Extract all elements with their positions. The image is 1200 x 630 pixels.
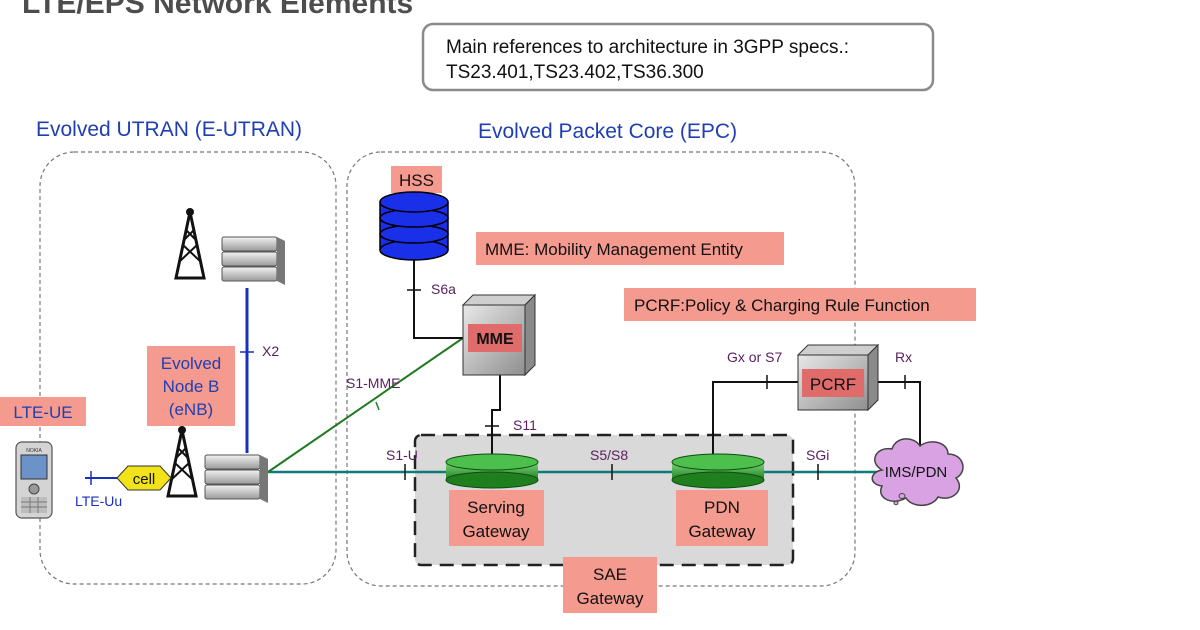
hss-label-bg [391, 166, 442, 193]
ims-pdn-label: IMS/PDN [885, 464, 948, 481]
references-box: Main references to architecture in 3GPP … [421, 22, 935, 92]
database-icon [379, 191, 449, 261]
rx-link [866, 381, 921, 452]
pdn-gateway-bg [676, 490, 768, 546]
enb-label-line2: Node B [163, 377, 220, 396]
epc-title: Evolved Packet Core (EPC) [478, 120, 737, 143]
gx-s7-label: Gx or S7 [727, 349, 782, 365]
pdn-gateway-line1: PDN [704, 498, 740, 517]
pcrf-desc-bg [624, 288, 976, 321]
pdn-gateway-line2: Gateway [688, 522, 756, 541]
s1-u-label: S1-U [386, 447, 418, 463]
sae-gateway-line2: Gateway [576, 589, 644, 608]
s1-mme-label: S1-MME [346, 375, 400, 391]
base-station-server-icon [204, 454, 268, 503]
x2-label: X2 [262, 343, 279, 359]
cloud-icon [871, 438, 964, 507]
cell-label: cell [133, 471, 156, 488]
phone-brand: NOKIA [26, 448, 42, 454]
enb-label-line1: Evolved [161, 354, 221, 373]
serving-gateway-bg [449, 490, 544, 546]
mme-label: MME [476, 331, 514, 348]
enb-label-bg [147, 346, 235, 426]
s11-label: S11 [513, 417, 537, 433]
lte-ue-label-bg [0, 397, 86, 426]
sgi-label: SGi [806, 447, 829, 463]
sae-gateway-bg [563, 557, 657, 613]
references-line-2: TS23.401,TS23.402,TS36.300 [446, 62, 704, 83]
references-line-1: Main references to architecture in 3GPP … [446, 37, 849, 58]
cell-tower-icon-top [174, 208, 206, 280]
eutran-title: Evolved UTRAN (E-UTRAN) [36, 118, 302, 141]
pdn-gateway-icon [671, 453, 765, 489]
pcrf-label: PCRF [810, 375, 856, 394]
base-station-server-icon-top [221, 236, 285, 285]
pcrf-box: PCRF [796, 343, 880, 412]
page-title: LTE/EPS Network Elements [22, 0, 413, 20]
pcrf-desc-label: PCRF:Policy & Charging Rule Function [634, 296, 930, 315]
sae-gateway-line1: SAE [593, 565, 627, 584]
mme-box: MME [461, 293, 537, 377]
eutran-region [39, 151, 337, 585]
hss-label: HSS [399, 171, 434, 190]
gx-link [712, 381, 803, 460]
s1-mme-link [267, 337, 464, 473]
serving-gateway-line1: Serving [467, 498, 525, 517]
mme-desc-bg [476, 232, 784, 265]
s11-link [491, 373, 501, 460]
s6a-link [413, 258, 463, 339]
enb-label-line3: (eNB) [169, 400, 213, 419]
lte-ue-label: LTE-UE [13, 403, 72, 422]
mobile-phone-icon [15, 441, 53, 519]
epc-region [346, 151, 856, 587]
lte-uu-label: LTE-Uu [75, 493, 122, 509]
s6a-label: S6a [431, 281, 456, 297]
s5-s8-label: S5/S8 [590, 447, 628, 463]
rx-label: Rx [895, 349, 912, 365]
cell-tower-icon [166, 426, 198, 498]
s1-mme-tick [375, 401, 380, 411]
serving-gateway-line2: Gateway [462, 522, 530, 541]
serving-gateway-icon [445, 453, 539, 489]
cell-badge [116, 465, 172, 491]
mme-desc-label: MME: Mobility Management Entity [485, 240, 743, 259]
